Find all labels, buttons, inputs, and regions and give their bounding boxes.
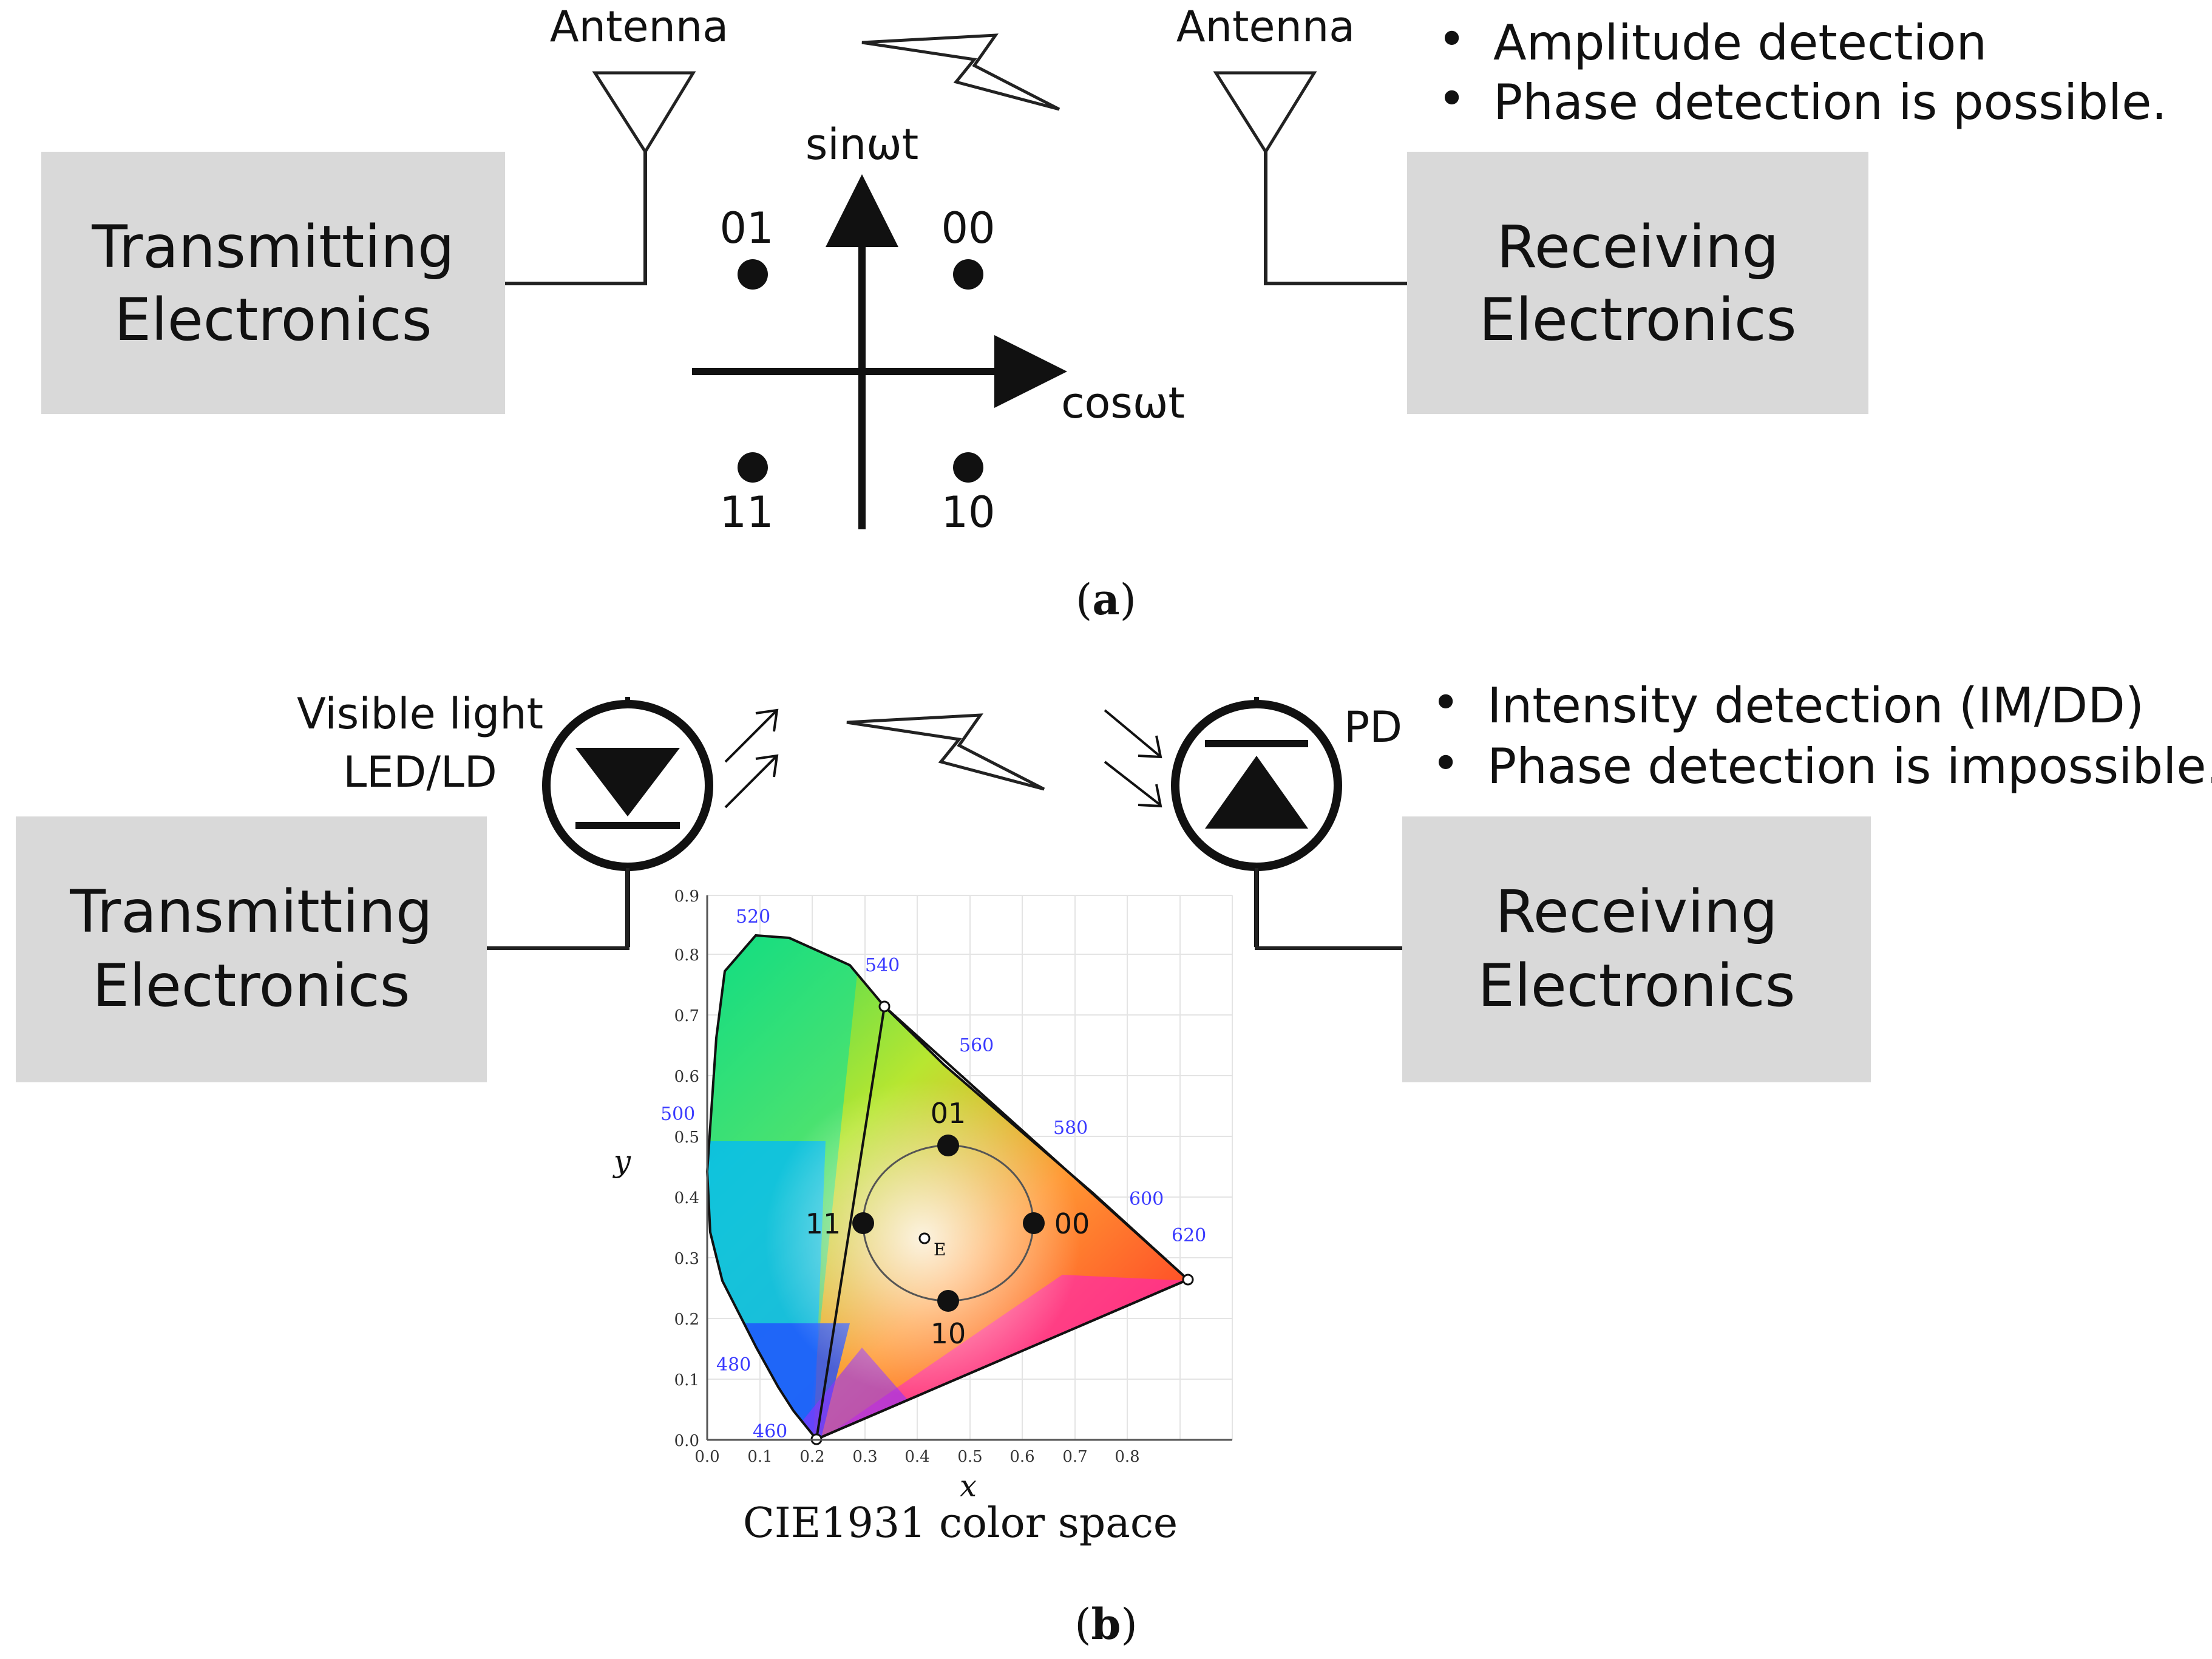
cie-y-tick: 0.2 [674, 1311, 699, 1329]
rf-bullet-amplitude: Amplitude detection [1493, 15, 1987, 71]
symbol-01-dot [738, 259, 768, 290]
vlc-bullet-phase: Phase detection is impossible. [1487, 738, 2212, 795]
cie-x-tick: 0.4 [904, 1448, 929, 1466]
symbol-00-label: 00 [941, 203, 995, 253]
tx-box-line2: Electronics [92, 952, 410, 1020]
source-label-line2: LED/LD [343, 747, 497, 797]
tx-box-line2: Electronics [114, 286, 432, 354]
cie-y-tick: 0.3 [674, 1250, 699, 1268]
color-symbol-11-dot [852, 1212, 874, 1234]
symbol-00-dot [953, 259, 983, 290]
tx-antenna-icon [592, 71, 696, 155]
rf-bullet-phase: Phase detection is possible. [1493, 74, 2167, 131]
cie-y-tick: 0.7 [674, 1007, 699, 1025]
color-symbol-01-label: 01 [931, 1097, 966, 1130]
cie-y-tick: 0.4 [674, 1189, 699, 1207]
color-symbol-11-label: 11 [806, 1207, 841, 1240]
bullet-dot: • [1431, 674, 1460, 731]
rx-box-line2: Electronics [1477, 952, 1795, 1020]
bullet-dot: • [1431, 735, 1460, 792]
rx-electronics-box [1407, 152, 1868, 414]
wavelength-label: 500 [660, 1104, 695, 1125]
cie1931-diagram: 0.0 0.1 0.2 0.3 0.4 0.5 0.6 0.7 0.8 0.9 … [612, 887, 1233, 1547]
panel-b: Transmitting Electronics Visible light L… [16, 674, 2212, 1649]
symbol-11-dot [738, 452, 768, 483]
cie-x-tick: 0.6 [1009, 1448, 1034, 1466]
qpsk-constellation: sinωt cosωt 01 00 11 10 [692, 120, 1185, 537]
y-axis-label: sinωt [806, 120, 918, 169]
symbol-10-label: 10 [941, 487, 995, 537]
light-incoming-arrows [1104, 709, 1162, 808]
cie-x-tick: 0.7 [1062, 1448, 1087, 1466]
cie-x-tick: 0.8 [1114, 1448, 1139, 1466]
led-icon [542, 697, 713, 947]
tx-antenna-feed-wire [505, 152, 647, 285]
rx-antenna-icon [1213, 71, 1317, 155]
wireless-link-icon [861, 33, 1060, 111]
cie-x-label: x [960, 1468, 977, 1504]
optical-link-icon [846, 713, 1045, 791]
cie-x-tick: 0.3 [852, 1448, 877, 1466]
wavelength-label: 540 [865, 955, 900, 976]
rx-electronics-box [1402, 816, 1871, 1082]
caption-b: (b) [1074, 1599, 1138, 1649]
wavelength-label: 600 [1129, 1189, 1164, 1210]
wavelength-label: 620 [1172, 1225, 1206, 1246]
tx-electronics-box [41, 152, 505, 414]
symbol-11-label: 11 [719, 487, 773, 537]
rx-antenna-feed-wire [1264, 152, 1407, 285]
bullet-dot: • [1437, 11, 1466, 67]
cie-x-tick: 0.2 [799, 1448, 824, 1466]
x-axis-label: cosωt [1061, 378, 1185, 428]
tx-box-line1: Transmitting [91, 213, 455, 281]
cie-x-tick: 0.5 [957, 1448, 982, 1466]
gamut-vertex [878, 1000, 891, 1013]
rx-antenna-label: Antenna [1176, 2, 1355, 52]
tx-electronics-box [16, 816, 487, 1082]
cie-x-tick: 0.1 [747, 1448, 772, 1466]
vlc-bullet-intensity: Intensity detection (IM/DD) [1487, 677, 2144, 734]
color-symbol-01-dot [937, 1135, 959, 1156]
cie-x-tick: 0.0 [694, 1448, 719, 1466]
cie-y-tick: 0.0 [674, 1432, 699, 1450]
rx-box-line1: Receiving [1495, 878, 1777, 946]
color-symbol-10-dot [937, 1290, 959, 1312]
panel-a: Transmitting Electronics Antenna Antenna… [41, 2, 2167, 625]
white-point-marker [918, 1232, 931, 1244]
cie-y-tick: 0.8 [674, 946, 699, 965]
color-symbol-00-label: 00 [1054, 1207, 1090, 1240]
white-point-label: E [934, 1240, 946, 1260]
caption-a: (a) [1076, 574, 1136, 625]
symbol-01-label: 01 [719, 203, 773, 253]
color-symbol-10-label: 10 [931, 1317, 966, 1350]
rx-box-line1: Receiving [1496, 213, 1779, 281]
bullet-dot: • [1437, 70, 1466, 127]
wavelength-label: 560 [959, 1035, 994, 1056]
photodiode-icon [1171, 697, 1342, 947]
cie-y-tick: 0.1 [674, 1371, 699, 1389]
wavelength-label: 580 [1053, 1118, 1088, 1139]
cie-y-tick: 0.9 [674, 887, 699, 906]
wavelength-label: 480 [716, 1354, 751, 1376]
rx-pd-feed-wire [1255, 868, 1402, 950]
wavelength-label: 520 [736, 906, 770, 928]
wavelength-label: 460 [753, 1421, 787, 1442]
symbol-10-dot [953, 452, 983, 483]
tx-box-line1: Transmitting [69, 878, 433, 946]
tx-led-feed-wire [487, 868, 629, 950]
cie-y-tick: 0.6 [674, 1068, 699, 1086]
cie-y-tick: 0.5 [674, 1128, 699, 1147]
cie-gamut-triangle [815, 1004, 1190, 1442]
tx-antenna-label: Antenna [550, 2, 728, 52]
cie-y-label: y [612, 1144, 631, 1179]
source-label-line1: Visible light [297, 689, 543, 739]
gamut-vertex [1182, 1274, 1194, 1286]
light-emission-arrows [724, 708, 779, 809]
cie-caption: CIE1931 color space [743, 1499, 1178, 1547]
color-symbol-00-dot [1023, 1212, 1045, 1234]
rx-box-line2: Electronics [1479, 286, 1796, 354]
detector-label: PD [1344, 702, 1402, 752]
